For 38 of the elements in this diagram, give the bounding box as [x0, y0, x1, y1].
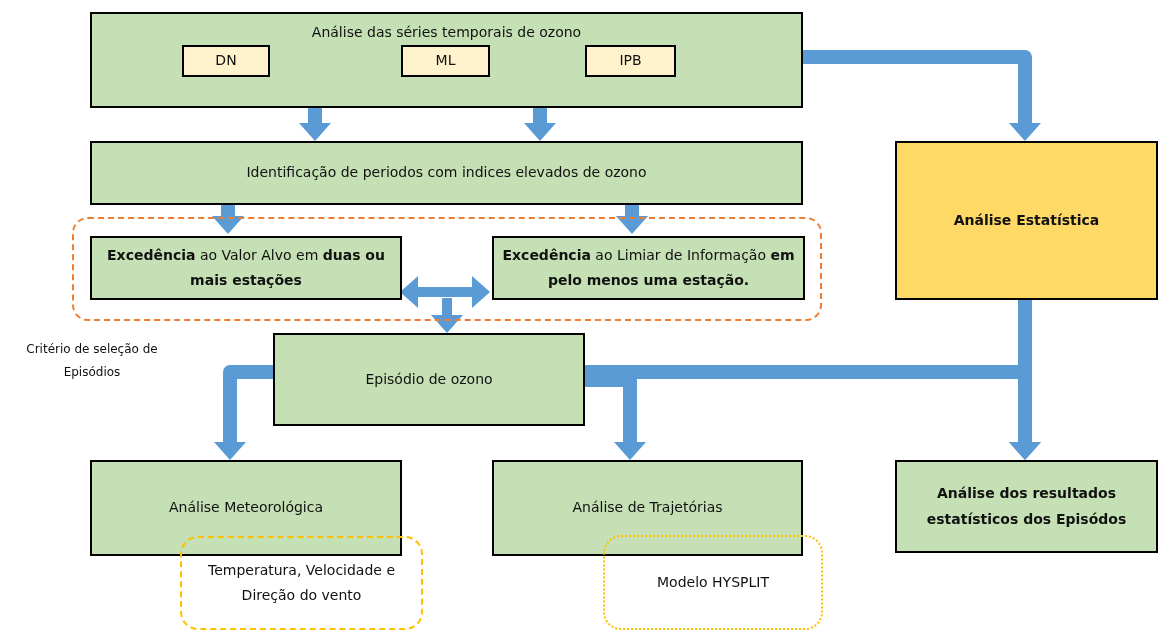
- note-box: [180, 536, 423, 630]
- node-text: Temperatura, Velocidade e Direção do vento: [207, 560, 396, 605]
- dashed-group-frame: [72, 217, 822, 321]
- block-arrow: [299, 108, 331, 141]
- block-arrow: [212, 205, 244, 234]
- node-text: IPB: [619, 51, 642, 71]
- node-text: Excedência ao Limiar de Informação em pelo menos uma estação.: [502, 245, 795, 290]
- block-arrow: [1009, 300, 1041, 460]
- block-arrow: [431, 298, 463, 333]
- node-text: Análise dos resultados estatísticos dos Episódos: [925, 484, 1128, 529]
- process-box: [492, 460, 803, 556]
- node-text: Identificação de periodos com indices elevados de ozono: [246, 163, 647, 183]
- process-box: [90, 460, 402, 556]
- node-text: Análise Estatística: [953, 210, 1100, 230]
- process-box: [492, 236, 805, 300]
- block-arrow: [803, 50, 1041, 141]
- process-box: [895, 460, 1158, 553]
- tag-box: [182, 45, 270, 77]
- node-text: Modelo HYSPLIT: [657, 572, 769, 592]
- process-box: [90, 236, 402, 300]
- tag-box: [401, 45, 490, 77]
- node-text: Análise de Trajetórias: [572, 498, 723, 518]
- node-text: Análise Meteorológica: [168, 498, 324, 518]
- tag-box: [585, 45, 676, 77]
- node-text: ML: [435, 51, 456, 71]
- block-arrow: [616, 205, 648, 234]
- node-text: DN: [215, 51, 237, 71]
- node-text: Excedência ao Valor Alvo em duas ou mais estações: [106, 245, 386, 290]
- process-box: [90, 12, 803, 108]
- block-arrow: [524, 108, 556, 141]
- node-text: Análise das séries temporais de ozono: [311, 23, 582, 42]
- note-box: [603, 535, 823, 630]
- block-arrow: [214, 365, 273, 460]
- process-box: [90, 141, 803, 205]
- process-box: [895, 141, 1158, 300]
- criteria-note: Critério de seleção de Episódios: [25, 341, 159, 381]
- node-text: Episódio de ozono: [365, 369, 493, 389]
- process-box: [273, 333, 585, 426]
